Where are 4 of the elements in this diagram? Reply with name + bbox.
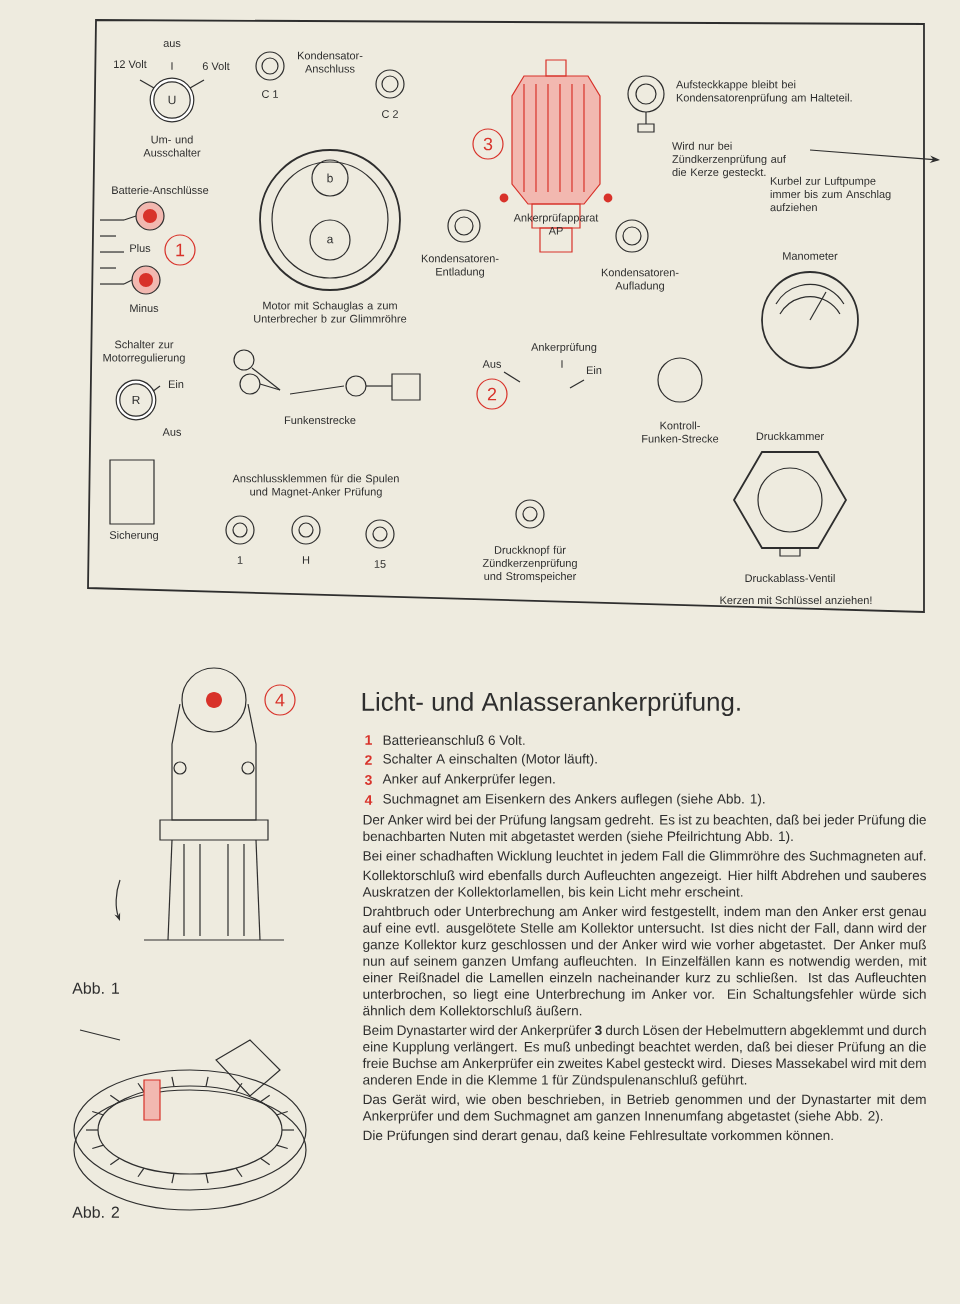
callout-number: 1 (164, 234, 196, 266)
callout-number: 2 (476, 378, 508, 410)
callout-number: 3 (472, 128, 504, 160)
heading: Licht- und Anlasserankerprüfung. (362, 691, 740, 717)
